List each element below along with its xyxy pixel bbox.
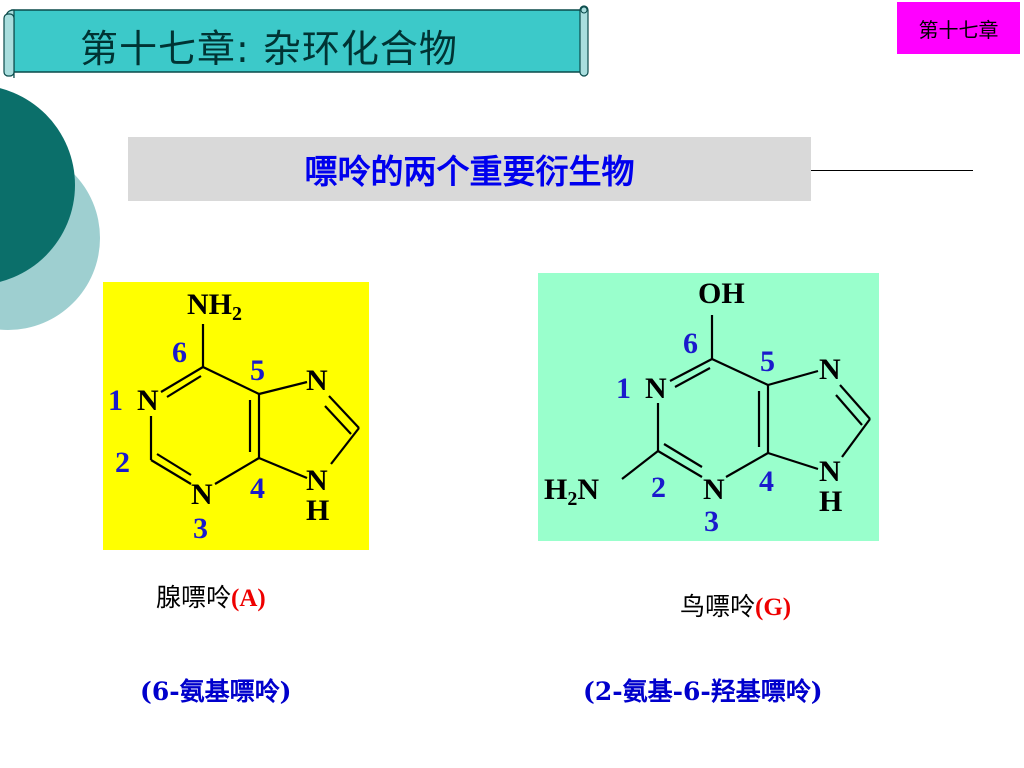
guanine-bonds: [621, 315, 871, 480]
adenine-position-1: 1: [108, 384, 123, 417]
guanine-position-6: 6: [683, 327, 698, 360]
adenine-n9: N: [306, 464, 328, 497]
guanine-position-1: 1: [616, 372, 631, 405]
adenine-name: 腺嘌呤(A): [156, 578, 266, 614]
adenine-n1: N: [137, 384, 159, 417]
subtitle-box: 嘌呤的两个重要衍生物: [128, 137, 811, 201]
adenine-h9: H: [306, 494, 330, 527]
guanine-position-3: 3: [704, 505, 719, 538]
adenine-n3: N: [191, 478, 213, 511]
guanine-amino-prefix: H: [544, 473, 568, 506]
chapter-badge: 第十七章: [897, 2, 1020, 54]
adenine-amino-prefix: NH: [187, 288, 232, 321]
adenine-position-5: 5: [250, 354, 265, 387]
guanine-code: (G): [755, 594, 792, 621]
chapter-banner: 第十七章: 杂环化合物: [2, 4, 590, 84]
adenine-n7: N: [306, 364, 328, 397]
adenine-name-text: 腺嘌呤: [156, 583, 232, 612]
guanine-position-2: 2: [651, 471, 666, 504]
guanine-n1: N: [645, 372, 667, 405]
subtitle-rule: [811, 170, 973, 171]
adenine-amino-subscript: 2: [232, 303, 242, 325]
guanine-amino-group: H2N: [544, 473, 600, 510]
guanine-position-4: 4: [759, 465, 774, 498]
guanine-amino-suffix: N: [577, 473, 600, 506]
adenine-amino-group: NH2: [187, 288, 242, 325]
adenine-bonds: [149, 324, 360, 485]
guanine-n3: N: [703, 473, 725, 506]
adenine-position-4: 4: [250, 472, 265, 505]
guanine-name-text: 鸟嘌呤: [680, 592, 756, 621]
guanine-name: 鸟嘌呤(G): [680, 587, 791, 623]
subtitle: 嘌呤的两个重要衍生物: [304, 152, 635, 191]
guanine-position-5: 5: [760, 345, 775, 378]
adenine-position-2: 2: [115, 446, 130, 479]
guanine-h9: H: [819, 485, 843, 518]
decorative-circles: [0, 88, 100, 330]
adenine-code: (A): [231, 585, 266, 612]
adenine-position-3: 3: [193, 512, 208, 545]
adenine-systematic-name: (6-氨基嘌呤): [140, 677, 292, 706]
guanine-n7: N: [819, 353, 841, 386]
adenine-structure: NH2 N N N N H 1 2 3 4 5 6: [103, 282, 369, 550]
guanine-structure: OH H2N N N N N H 1 2 3 4 5 6: [538, 273, 879, 541]
guanine-amino-subscript: 2: [567, 488, 578, 510]
guanine-hydroxyl-group: OH: [698, 277, 745, 310]
guanine-n9: N: [819, 455, 841, 488]
adenine-position-6: 6: [172, 336, 187, 369]
chapter-title: 第十七章: 杂环化合物: [80, 27, 458, 71]
guanine-systematic-name: (2-氨基-6-羟基嘌呤): [583, 677, 823, 706]
